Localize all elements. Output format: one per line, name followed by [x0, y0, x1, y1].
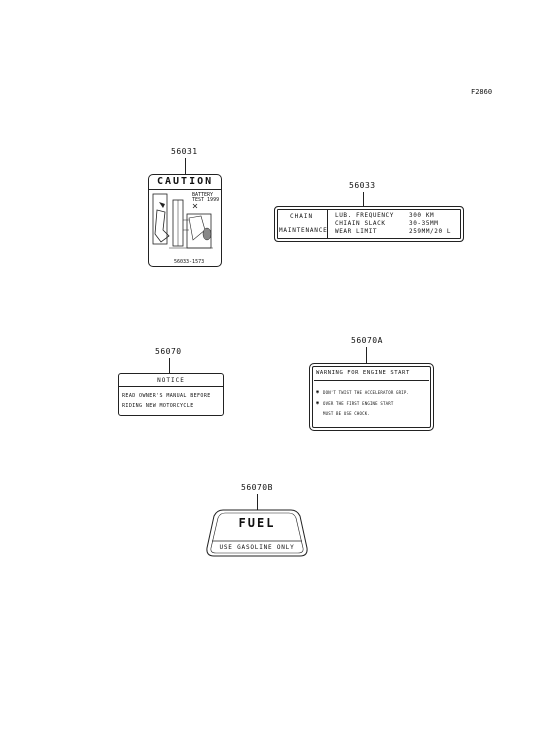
chain-maintenance-label: CHAIN MAINTENANCE LUB. FREQUENCY 300 KM … — [274, 206, 464, 242]
notice-line-2: RIDING NEW MOTORCYCLE — [122, 403, 194, 409]
caution-label: CAUTION BATTERY TEST 1999 56033-1573 — [148, 174, 222, 267]
leader-line-56033 — [363, 192, 364, 207]
chain-divider — [327, 210, 328, 238]
chain-left-line-1: CHAIN — [290, 213, 314, 220]
chain-row-value-2: 30-35MM — [409, 220, 439, 227]
notice-label: NOTICE READ OWNER'S MANUAL BEFORE RIDING… — [118, 373, 224, 416]
fuel-footer: USE GASOLINE ONLY — [219, 544, 295, 551]
chain-row-value-1: 300 KM — [409, 212, 435, 219]
bullet-icon: ◉ — [316, 400, 320, 406]
part-number-56070: 56070 — [155, 347, 182, 356]
chain-row-label-3: WEAR LIMIT — [335, 228, 378, 235]
caution-heading: CAUTION — [157, 176, 214, 187]
caution-code: 56033-1573 — [174, 259, 205, 265]
notice-line-1: READ OWNER'S MANUAL BEFORE — [122, 393, 211, 399]
caution-divider — [149, 189, 221, 190]
notice-heading: NOTICE — [157, 377, 185, 384]
caution-small-text-2: TEST 1999 — [192, 197, 220, 203]
leader-line-56070A — [366, 347, 367, 364]
fuel-label-shape — [206, 509, 308, 557]
part-number-56070A: 56070A — [351, 336, 383, 345]
chain-row-label-1: LUB. FREQUENCY — [335, 212, 394, 219]
part-number-56070B: 56070B — [241, 483, 273, 492]
leader-line-56070 — [169, 358, 170, 374]
notice-divider — [119, 386, 223, 387]
leader-line-56070B — [257, 494, 258, 510]
warning-line-1: DON'T TWIST THE ACCELERATOR GRIP. — [323, 390, 410, 395]
figure-code: F2860 — [471, 88, 493, 96]
part-number-56033: 56033 — [349, 181, 376, 190]
warning-line-2: OVER THE FIRST ENGINE START — [323, 401, 394, 406]
bullet-icon: ◉ — [316, 389, 320, 395]
warning-divider — [314, 380, 429, 381]
chain-row-label-2: CHIAIN SLACK — [335, 220, 386, 227]
leader-line-56031 — [185, 158, 186, 175]
caution-small-text-1: BATTERY — [192, 192, 214, 198]
warning-heading: WARNING FOR ENGINE START — [316, 370, 410, 376]
warning-line-3: MUST BE USE CHOCK. — [323, 411, 370, 416]
part-number-56031: 56031 — [171, 147, 198, 156]
chain-left-line-2: MAINTENANCE — [279, 227, 328, 234]
fuel-heading: FUEL — [238, 516, 276, 530]
warning-engine-start-label: WARNING FOR ENGINE START ◉ DON'T TWIST T… — [309, 363, 434, 431]
chain-row-value-3: 259MM/20 L — [409, 228, 452, 235]
battery-diagram-illustration — [152, 193, 213, 249]
